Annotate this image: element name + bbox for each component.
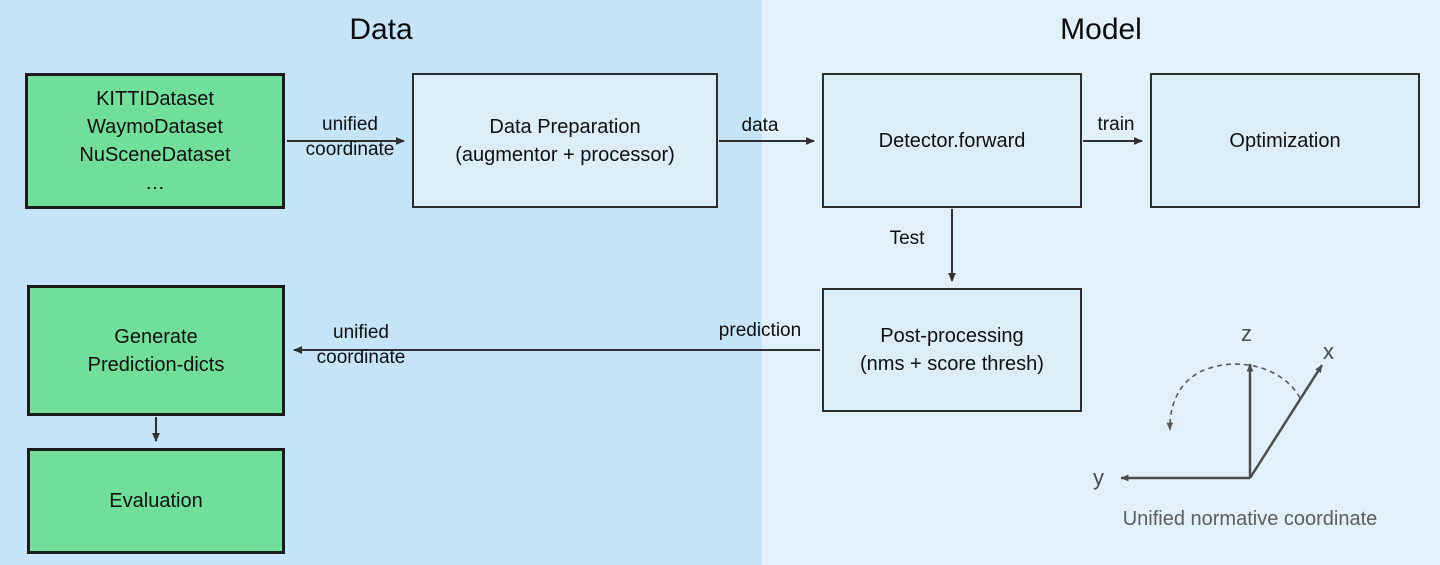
edge-label-test: Test: [889, 228, 925, 249]
axis-label-y: y: [1093, 465, 1104, 490]
edge-label-train: train: [1097, 114, 1135, 135]
data-section-title: Data: [349, 13, 413, 46]
node-detector-forward[interactable]: Detector.forward: [822, 73, 1082, 208]
edge-label-unified-coordinate-top: unified coordinate: [305, 114, 395, 160]
edge-label-data: data: [741, 115, 779, 136]
axis-label-z: z: [1241, 321, 1252, 346]
node-post-processing[interactable]: Post-processing (nms + score thresh): [822, 288, 1082, 412]
node-generate-prediction-dicts[interactable]: Generate Prediction-dicts: [27, 285, 285, 416]
node-optimization[interactable]: Optimization: [1150, 73, 1420, 208]
edge-label-prediction: prediction: [718, 320, 802, 341]
node-evaluation[interactable]: Evaluation: [27, 448, 285, 554]
edge-label-unified-coordinate-bottom: unified coordinate: [316, 322, 406, 368]
coordinate-system-caption: Unified normative coordinate: [1122, 508, 1378, 530]
node-data-preparation[interactable]: Data Preparation (augmentor + processor): [412, 73, 718, 208]
model-section-title: Model: [1060, 13, 1142, 46]
node-datasets[interactable]: KITTIDataset WaymoDataset NuSceneDataset…: [25, 73, 285, 209]
axis-label-x: x: [1323, 339, 1334, 364]
